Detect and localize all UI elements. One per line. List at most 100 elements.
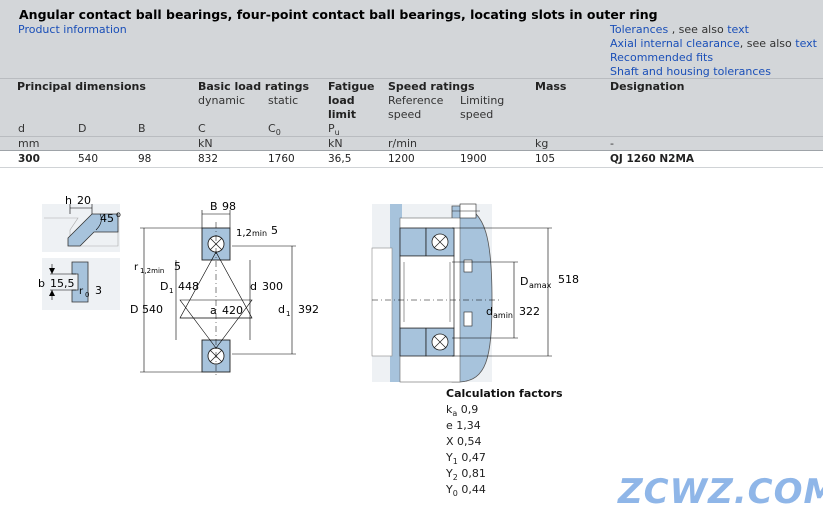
B-label: B — [210, 200, 218, 213]
mount-inner-ring-bottom — [399, 327, 427, 357]
calc-sym: e — [446, 419, 453, 432]
axial-text-link[interactable]: text — [795, 37, 817, 50]
calc-row: X 0,54 — [446, 434, 563, 450]
spacer-sleeve — [399, 255, 455, 329]
calc-row: Y2 0,81 — [446, 466, 563, 482]
reference-links: Tolerances , see also text Axial interna… — [610, 23, 817, 79]
cell-d: 300 — [18, 153, 40, 165]
locating-pin-top — [463, 259, 473, 273]
see-also-label-2: , see also — [739, 37, 792, 50]
col-designation: Designation — [610, 80, 685, 93]
recommended-fits-link[interactable]: Recommended fits — [610, 51, 714, 64]
sym-Pu-main: P — [328, 122, 335, 135]
shaft-housing-tolerances-link[interactable]: Shaft and housing tolerances — [610, 65, 771, 78]
calc-val: 1,34 — [456, 419, 481, 432]
product-information-link[interactable]: Product information — [18, 23, 127, 36]
b-value: 15,5 — [50, 277, 75, 290]
sym-Pu: Pu — [328, 122, 340, 137]
r12-left-value: 5 — [174, 260, 181, 273]
col-static: static — [268, 94, 299, 107]
slot-detail-bottom: b 15,5 r 0 3 — [38, 258, 120, 310]
D1-sub: 1 — [169, 287, 173, 295]
D1-value: 448 — [178, 280, 199, 293]
calc-val: 0,9 — [460, 403, 479, 416]
col-fatigue-limit: limit — [328, 108, 357, 121]
sym-d: d — [18, 122, 25, 135]
col-mass: Mass — [535, 80, 567, 93]
tolerances-text-link[interactable]: text — [727, 23, 749, 36]
b-arrow-down — [49, 290, 55, 296]
Damax-label: D — [520, 275, 528, 288]
calc-sym: X — [446, 435, 454, 448]
D1-label: D — [160, 280, 168, 293]
calc-val: 0,81 — [461, 467, 486, 480]
unit-rmin: r/min — [388, 137, 417, 150]
sym-Pu-sub: u — [334, 128, 340, 138]
r12-top-value: 5 — [271, 224, 278, 237]
col-reference-speed: speed — [388, 108, 422, 121]
calc-sym: k — [446, 403, 453, 416]
tolerances-link[interactable]: Tolerances — [610, 23, 669, 36]
calc-sym: Y — [446, 467, 453, 480]
slot-chamfer-shape — [67, 213, 119, 247]
h-label: h — [65, 194, 72, 207]
calc-val: 0,54 — [457, 435, 482, 448]
damin-sub: amin — [493, 311, 513, 320]
angle-value: 45 — [100, 212, 114, 225]
d-value: 300 — [262, 280, 283, 293]
D-label: D — [130, 303, 138, 316]
calc-row: Y1 0,47 — [446, 450, 563, 466]
a-label: a — [210, 304, 217, 317]
angle-arc — [95, 213, 102, 231]
damin-label: d — [486, 305, 493, 318]
unit-kn-2: kN — [328, 137, 343, 150]
B-value: 98 — [222, 200, 236, 213]
sym-C0: C0 — [268, 122, 281, 137]
calc-sub: 2 — [452, 473, 458, 483]
unit-dash: - — [610, 137, 614, 150]
calc-title: Calculation factors — [446, 387, 563, 400]
page-title: Angular contact ball bearings, four-poin… — [19, 7, 658, 22]
D-value: 540 — [142, 303, 163, 316]
calc-sym: Y — [446, 451, 453, 464]
mount-inner-ring-top — [399, 227, 427, 257]
d1-value: 392 — [298, 303, 319, 316]
calc-sub: a — [452, 409, 458, 419]
cell-mass: 105 — [535, 153, 556, 165]
mount-ball-bottom-x2 — [433, 335, 447, 349]
bearing-cross-section: B 98 1,2 min 5 r 1,2min 5 D — [130, 200, 319, 378]
col-basic-load-ratings: Basic load ratings — [198, 80, 310, 93]
units-row: mm kN kN r/min kg - — [0, 136, 823, 151]
cell-Pu: 36,5 — [328, 153, 352, 165]
d1-sub: 1 — [286, 310, 290, 318]
unit-mm: mm — [18, 137, 40, 150]
col-dynamic: dynamic — [198, 94, 246, 107]
r12-top-sub: min — [252, 229, 267, 238]
calc-val: 0,44 — [461, 483, 486, 496]
r0-label: r — [79, 286, 84, 297]
col-speed-ratings: Speed ratings — [388, 80, 475, 93]
slot-detail-top: h 20 45 o — [42, 194, 121, 252]
axial-clearance-link[interactable]: Axial internal clearance — [610, 37, 740, 50]
watermark-logo: ZCWZ.COM — [618, 472, 823, 512]
cell-designation[interactable]: QJ 1260 N2MA — [610, 153, 695, 165]
sym-D: D — [78, 122, 87, 135]
calc-row: Y0 0,44 — [446, 482, 563, 498]
calc-val: 0,47 — [461, 451, 486, 464]
calc-row: e 1,34 — [446, 418, 563, 434]
cell-C: 832 — [198, 153, 219, 165]
col-reference: Reference — [388, 94, 444, 107]
table-row: 300 540 98 832 1760 36,5 1200 1900 105 Q… — [0, 150, 823, 168]
shaft-body — [371, 247, 393, 357]
cell-ref-speed: 1200 — [388, 153, 415, 165]
r0-value: 3 — [95, 284, 102, 297]
a-value: 420 — [222, 304, 243, 317]
r0-sub: 0 — [85, 291, 89, 299]
angle-degree: o — [116, 210, 121, 219]
cell-C0: 1760 — [268, 153, 295, 165]
d1-label: d — [278, 303, 285, 316]
shaft-shoulder — [390, 204, 402, 382]
b-label: b — [38, 277, 45, 290]
mount-outer-ring-top — [425, 227, 455, 257]
r12-left-sub: 1,2min — [140, 267, 164, 275]
